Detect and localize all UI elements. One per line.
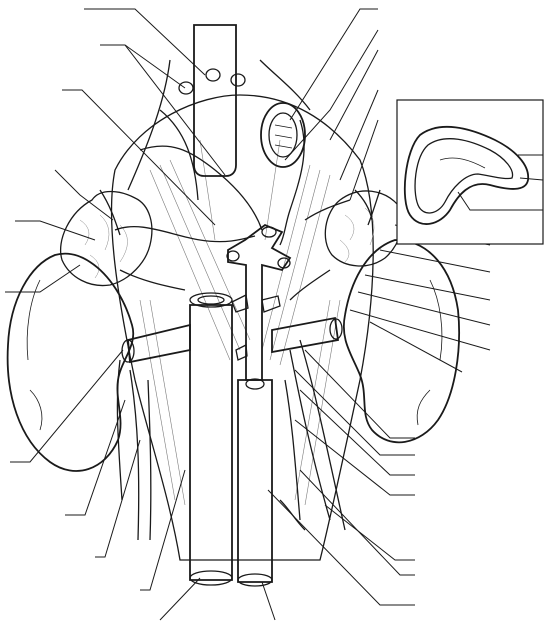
esophagus-section — [261, 103, 305, 167]
kidney-right — [344, 240, 459, 442]
nerve-fibers — [100, 60, 380, 540]
kidney-left — [8, 254, 134, 471]
inset-cross-section — [397, 100, 543, 244]
celiac-trunk — [227, 225, 290, 389]
adrenal-gland-left — [61, 192, 152, 286]
adrenal-gland-right — [325, 191, 402, 266]
